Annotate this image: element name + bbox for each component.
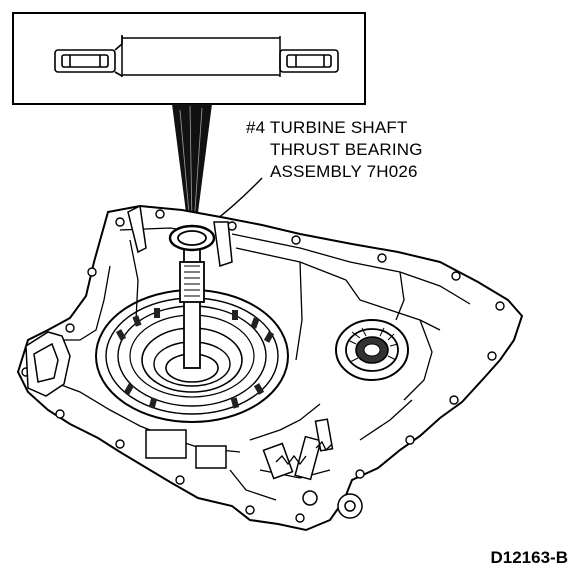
- figure-id-label: D12163-B: [490, 548, 569, 567]
- inset-detail-box: [12, 12, 366, 105]
- clutch-spline-teeth: [115, 308, 275, 409]
- spring-detail: [275, 440, 333, 466]
- inset-bearing-right: [279, 49, 339, 73]
- differential-bearing: [335, 319, 409, 381]
- transmission-case: [16, 204, 524, 532]
- bottom-boss: [302, 490, 363, 519]
- differential-bearing-rollers: [347, 327, 399, 363]
- upper-bracket: [127, 204, 233, 267]
- shaft-splines: [184, 265, 200, 297]
- callout-line-3: ASSEMBLY 7H026: [270, 162, 418, 181]
- thrust-bearing-ring: [168, 224, 216, 252]
- callout-line-1: #4 TURBINE SHAFT: [246, 118, 408, 137]
- valve-components: [145, 418, 334, 481]
- bearing-callout-label: #4 TURBINE SHAFT THRUST BEARING ASSEMBLY…: [246, 117, 423, 183]
- left-housing-detail: [25, 331, 71, 397]
- callout-line-2: THRUST BEARING: [270, 140, 423, 159]
